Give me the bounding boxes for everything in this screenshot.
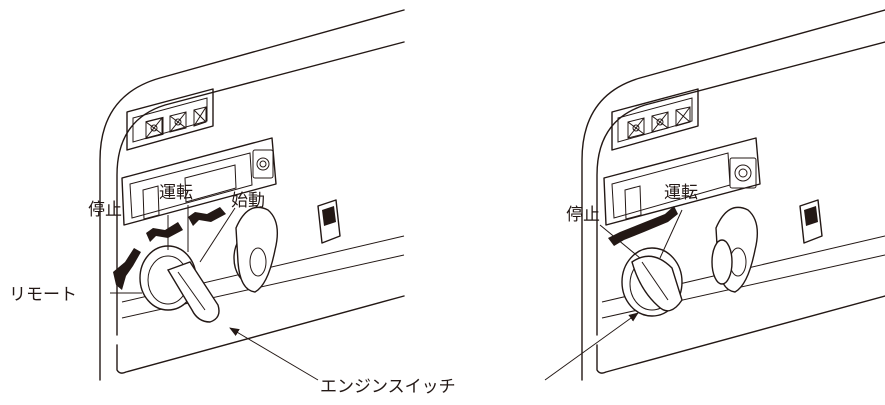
choke-knob	[233, 206, 278, 293]
label-run-left: 運転	[159, 183, 193, 203]
label-remote: リモート	[9, 285, 77, 305]
switch-label-plate	[121, 137, 277, 226]
engine-switch-knob-right	[621, 247, 683, 317]
label-start-left: 始動	[231, 191, 265, 211]
label-run-right: 運転	[664, 183, 698, 203]
rotation-arrows-left	[113, 207, 226, 290]
indicator-lamps	[126, 88, 214, 151]
rocker-switch-right	[799, 199, 823, 244]
label-engine-switch: エンジンスイッチ	[320, 377, 456, 397]
rotation-arrow-right	[608, 206, 678, 246]
rocker-switch	[317, 199, 341, 244]
right-leader-lines	[599, 209, 683, 259]
right-panel-outline	[581, 9, 885, 381]
engine-switch-callout	[229, 312, 639, 381]
switch-label-plate-right	[603, 137, 761, 226]
indicator-lamps-right	[611, 88, 699, 151]
left-leader-lines	[110, 205, 236, 294]
choke-knob-right	[711, 206, 758, 293]
label-stop-left: 停止	[88, 200, 122, 220]
left-control-panel	[99, 9, 405, 381]
engine-switch-knob-left	[139, 245, 220, 323]
left-panel-outline	[99, 9, 405, 381]
right-control-panel	[581, 9, 885, 381]
label-stop-right: 停止	[566, 205, 600, 225]
